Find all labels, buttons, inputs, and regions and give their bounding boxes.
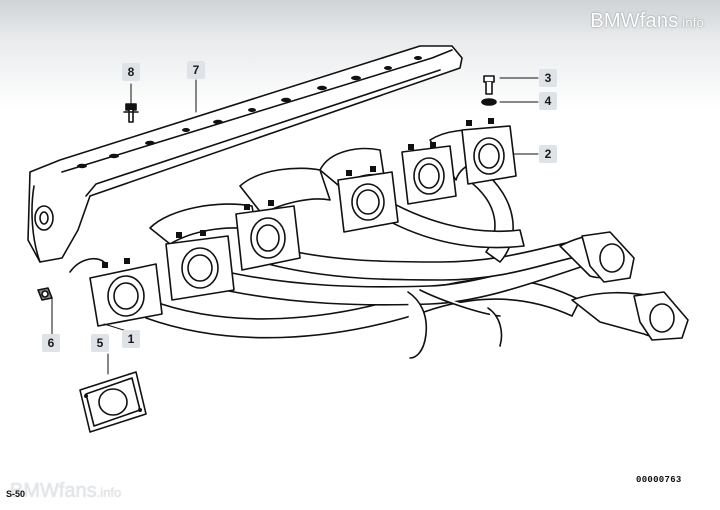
callout-8: 8 xyxy=(122,63,140,81)
watermark-top-brand: BMWfans xyxy=(590,10,679,32)
screw-part-3 xyxy=(483,75,495,95)
watermark-top-logo: BMWfans.info xyxy=(590,10,704,33)
document-number: 00000763 xyxy=(636,475,682,485)
watermark-bottom-brand: BMWfans xyxy=(10,480,97,502)
gasket-part-5 xyxy=(79,371,147,433)
callout-2: 2 xyxy=(539,145,557,163)
callout-5: 5 xyxy=(91,334,109,352)
screw-part-8 xyxy=(123,103,139,123)
callout-3: 3 xyxy=(539,69,557,87)
heat-shield-part-7 xyxy=(27,45,463,263)
callout-6: 6 xyxy=(42,334,60,352)
outlet-flanges xyxy=(581,231,689,341)
watermark-top-suffix: .info xyxy=(678,15,704,30)
callout-4: 4 xyxy=(539,92,557,110)
watermark-bottom-logo: BMWfans.info xyxy=(10,480,121,503)
rear-bank-flanges xyxy=(337,125,517,233)
washer-part-4 xyxy=(481,98,497,106)
nut-part-6 xyxy=(37,287,53,301)
watermark-bottom-suffix: .info xyxy=(96,485,122,500)
front-bank-flanges xyxy=(69,205,301,327)
callout-7: 7 xyxy=(187,61,205,79)
callout-1: 1 xyxy=(122,330,140,348)
sheet-label: S-50 xyxy=(6,489,26,499)
flange-studs xyxy=(102,118,494,268)
